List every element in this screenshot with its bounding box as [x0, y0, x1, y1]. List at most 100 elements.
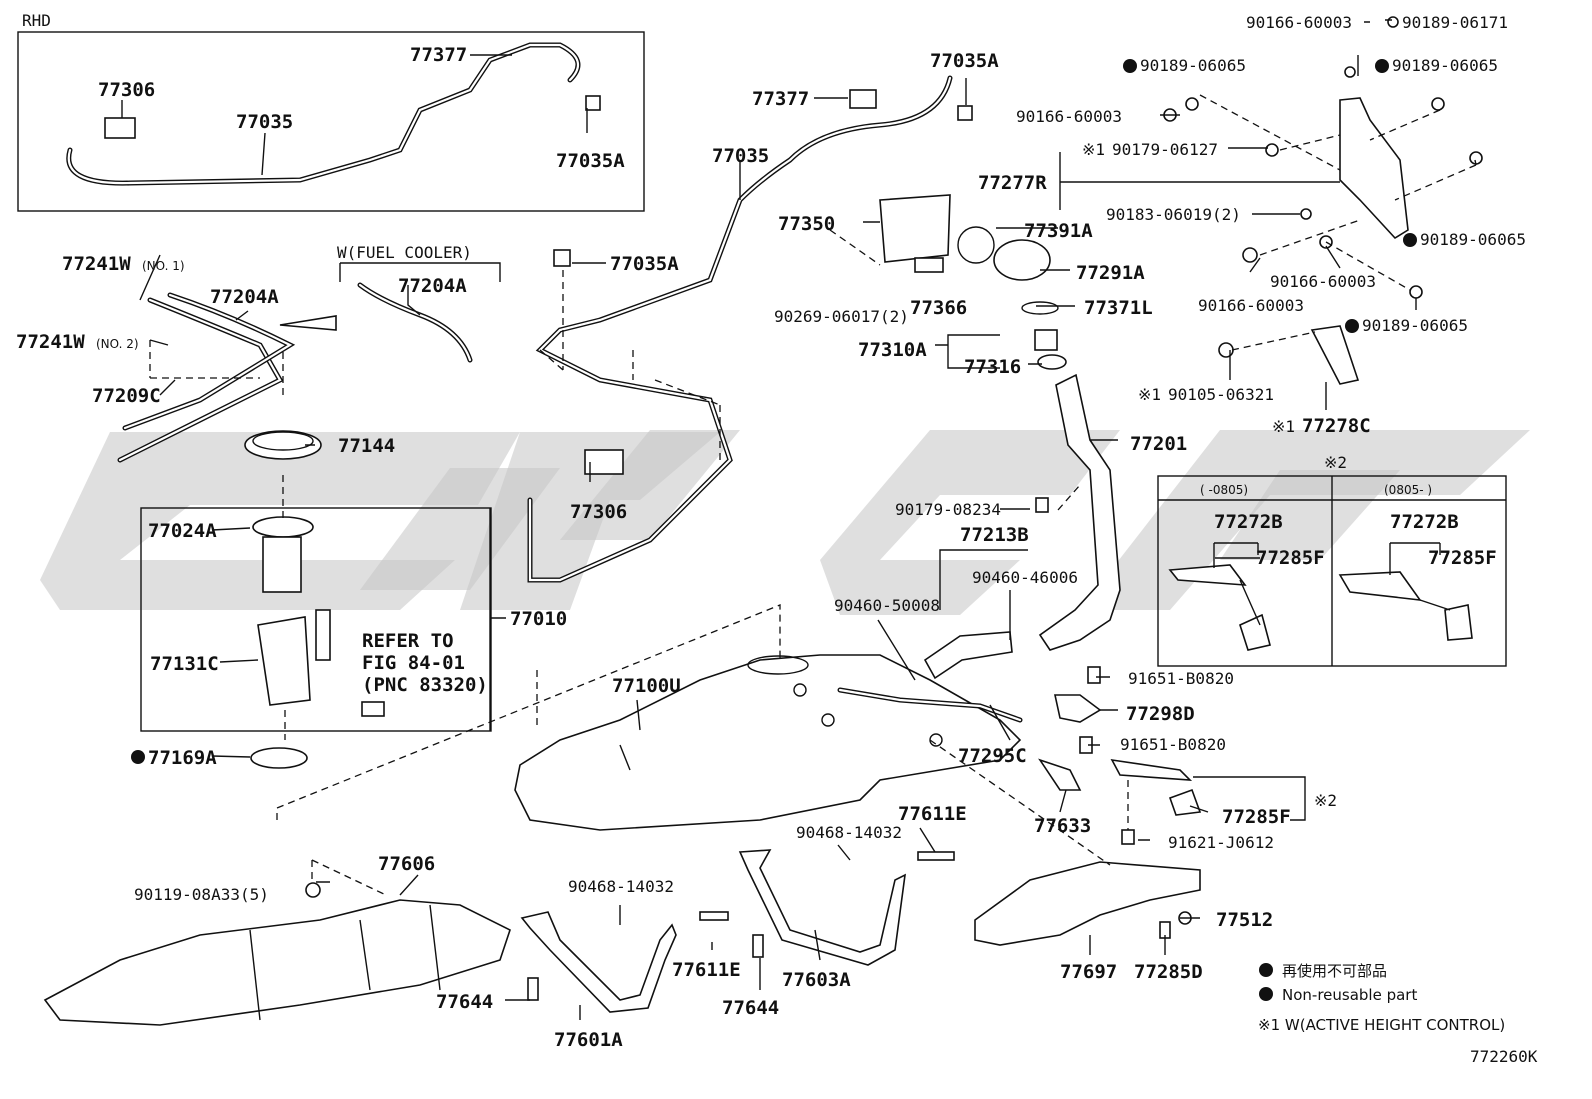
label-77366: 77366	[910, 297, 967, 319]
filler-cap-icon	[993, 239, 1051, 281]
label-77391a: 77391A	[1024, 220, 1093, 242]
label-mark1-b: ※1	[1138, 385, 1161, 404]
label-77209c: 77209C	[92, 385, 161, 407]
connector-77306	[584, 449, 624, 475]
label-77100u: 77100U	[612, 675, 681, 697]
label-91651-a: 91651-B0820	[1128, 669, 1234, 688]
legend-jp: 再使用不可部品	[1282, 962, 1387, 980]
label-77035a-mid: 77035A	[610, 253, 679, 275]
note2-77272b-b: 77272B	[1390, 511, 1459, 533]
label-77644-a: 77644	[436, 991, 493, 1013]
clamp-77298d	[1054, 694, 1102, 723]
label-77024a: 77024A	[148, 520, 217, 542]
refer-to: REFER TO	[362, 630, 454, 652]
refer-fig: FIG 84-01	[362, 652, 465, 674]
label-77278c: 77278C	[1302, 415, 1371, 437]
fuel-pump-box	[140, 507, 492, 732]
label-90183: 90183-06019(2)	[1106, 205, 1241, 224]
label-90189-06171: 90189-06171	[1402, 13, 1508, 32]
label-mark1-a: ※1	[1082, 140, 1105, 159]
label-77035: 77035	[712, 145, 769, 167]
label-90269: 90269-06017(2)	[774, 307, 909, 326]
clip-77035a-rhd	[585, 95, 601, 111]
label-77131c: 77131C	[150, 653, 219, 675]
label-77201: 77201	[1130, 433, 1187, 455]
label-77035a-rhd: 77035A	[556, 150, 625, 172]
connector-77377	[849, 89, 877, 109]
label-77204a: 77204A	[210, 286, 279, 308]
label-77213b: 77213B	[960, 524, 1029, 546]
label-no2: (NO. 2)	[96, 337, 139, 351]
label-77606: 77606	[378, 853, 435, 875]
non-reusable-dot	[131, 750, 145, 764]
clip-77035a-mid	[553, 249, 571, 267]
hose-77213b-icon	[923, 631, 1013, 680]
label-77035a-top: 77035A	[930, 50, 999, 72]
label-77601a: 77601A	[554, 1029, 623, 1051]
refer-pnc: (PNC 83320)	[362, 674, 488, 696]
bracket-77272b	[1110, 758, 1193, 781]
label-90468-a: 90468-14032	[568, 877, 674, 896]
label-77295c: 77295C	[958, 745, 1027, 767]
label-90179-06127: 90179-06127	[1112, 140, 1218, 159]
label-77035-rhd: 77035	[236, 111, 293, 133]
label-90189-a: 90189-06065	[1140, 56, 1246, 75]
note2-col1: ( -0805)	[1200, 483, 1248, 497]
label-77371l: 77371L	[1084, 297, 1153, 319]
lock-ring-icon	[244, 430, 322, 460]
label-90105: 90105-06321	[1168, 385, 1274, 404]
label-91651-b: 91651-B0820	[1120, 735, 1226, 754]
text-labels: RHD 77377 77306 77035 77035A W(FUEL COOL…	[16, 11, 1538, 1066]
band-77601a	[520, 911, 677, 1013]
note2-77272b-a: 77272B	[1214, 511, 1283, 533]
legend-note1: ※1 W(ACTIVE HEIGHT CONTROL)	[1258, 1016, 1505, 1034]
label-90166-b: 90166-60003	[1016, 107, 1122, 126]
label-90468-b: 90468-14032	[796, 823, 902, 842]
label-77316: 77316	[964, 356, 1021, 378]
protector-77697	[974, 861, 1201, 946]
arrow-icon	[279, 315, 337, 331]
rhd-box	[17, 31, 645, 212]
label-77603a: 77603A	[782, 969, 851, 991]
label-77633: 77633	[1034, 815, 1091, 837]
label-90166-a: 90166-60003	[1246, 13, 1352, 32]
label-77350: 77350	[778, 213, 835, 235]
label-77285d: 77285D	[1134, 961, 1203, 983]
label-77204a-cooler: 77204A	[398, 275, 467, 297]
note2-col2: (0805- )	[1384, 483, 1432, 497]
label-77144: 77144	[338, 435, 395, 457]
legend-dot-jp	[1259, 963, 1273, 977]
label-77010: 77010	[510, 608, 567, 630]
label-77644-b: 77644	[722, 997, 779, 1019]
label-77298d: 77298D	[1126, 703, 1195, 725]
label-77611e-a: 77611E	[672, 959, 741, 981]
label-90460-50008: 90460-50008	[834, 596, 940, 615]
label-90166-d: 90166-60003	[1198, 296, 1304, 315]
label-77241w-1: 77241W	[62, 253, 131, 275]
label-77697: 77697	[1060, 961, 1117, 983]
label-90179-08234: 90179-08234	[895, 500, 1001, 519]
protector-77277r	[1339, 97, 1409, 240]
clamp-77285f	[1168, 788, 1202, 816]
label-77310a: 77310A	[858, 339, 927, 361]
gasket-77391a	[957, 226, 995, 264]
legend-dot-en	[1259, 987, 1273, 1001]
label-91621: 91621-J0612	[1168, 833, 1274, 852]
label-77169a: 77169A	[148, 747, 217, 769]
label-90166-c: 90166-60003	[1270, 272, 1376, 291]
label-77377: 77377	[752, 88, 809, 110]
bracket-77633	[1038, 758, 1082, 791]
note2-mark: ※2	[1324, 453, 1347, 472]
label-90189-c: 90189-06065	[1420, 230, 1526, 249]
filler-pipe-icon	[1038, 373, 1121, 651]
band-77603a	[738, 849, 906, 966]
label-90460-46006: 90460-46006	[972, 568, 1078, 587]
gasket-icon	[250, 747, 308, 769]
legend-en: Non-reusable part	[1282, 986, 1417, 1004]
fuel-lid-icon	[879, 194, 951, 263]
protector-77278c	[1310, 325, 1360, 385]
label-90189-b: 90189-06065	[1392, 56, 1498, 75]
label-77241w-2: 77241W	[16, 331, 85, 353]
